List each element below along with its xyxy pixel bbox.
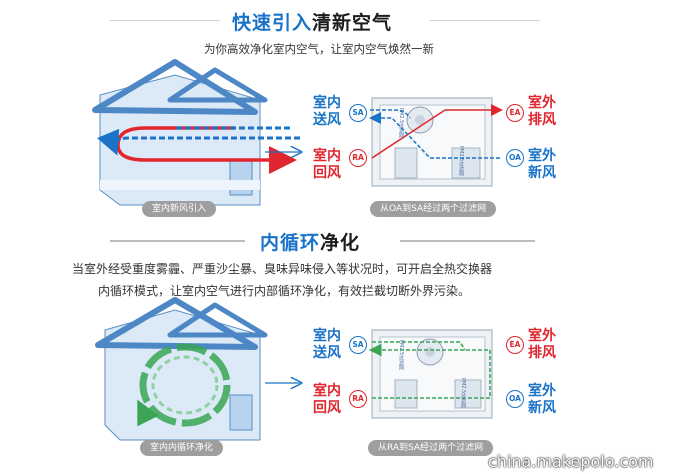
- s2-port-ea: EA: [506, 336, 524, 354]
- s1-label-outdoor-fresh: 室外 新风: [528, 148, 556, 181]
- divider-left-top: [110, 20, 220, 21]
- s2-filter-label-2: PM2.5过滤网: [460, 378, 466, 409]
- s2-label-outdoor-fresh: 室外 新风: [528, 383, 556, 416]
- section2-title: 内循环净化: [260, 228, 360, 255]
- section2-paragraph-line2: 内循环模式，让室内空气进行内部循环净化，有效拦截切断外界污染。: [98, 284, 471, 298]
- section2-house-caption: 室内内循环净化: [140, 440, 224, 456]
- divider-right-bottom: [400, 240, 535, 242]
- section1-title-rest: 清新空气: [312, 12, 393, 34]
- section1-title-highlight: 快速引入: [232, 12, 313, 34]
- s2-filter-label-1: PM2.5过滤网: [398, 340, 404, 371]
- s1-label-indoor-return: 室内 回风: [313, 148, 341, 181]
- watermark: china.makepolo.com: [488, 452, 654, 471]
- divider-right-top: [430, 20, 540, 21]
- s2-label-outdoor-exhaust: 室外 排风: [528, 328, 556, 361]
- s1-port-oa: OA: [506, 149, 524, 167]
- divider-left-bottom: [110, 240, 245, 242]
- s1-label-outdoor-exhaust: 室外 排风: [528, 95, 556, 128]
- s2-port-oa: OA: [506, 390, 524, 408]
- s1-port-ea: EA: [506, 104, 524, 122]
- s2-label-indoor-return: 室内 回风: [313, 383, 341, 416]
- section1-subtitle: 为你高效净化室内空气，让室内空气焕然一新: [204, 42, 434, 56]
- house-illustration-bottom: [95, 297, 268, 441]
- s1-port-sa: SA: [349, 104, 367, 122]
- section1-house-caption: 室内新风引入: [142, 201, 217, 217]
- s2-port-sa: SA: [349, 336, 367, 354]
- s2-label-indoor-supply: 室内 送风: [313, 328, 341, 361]
- house-illustration-top: [92, 59, 300, 206]
- section2-paragraph-line1: 当室外经受重度雾霾、严重沙尘暴、臭味异味侵入等状况时，可开启全热交换器: [72, 262, 493, 276]
- section1-title: 快速引入清新空气: [232, 8, 392, 35]
- heat-exchanger-unit-bottom: [368, 329, 493, 419]
- section2-unit-caption: 从RA到SA经过两个过滤网: [368, 440, 494, 456]
- heat-exchanger-unit-top: [369, 97, 503, 187]
- section1-unit-caption: 从OA到SA经过两个过滤网: [370, 201, 497, 217]
- s1-label-indoor-supply: 室内 送风: [313, 95, 341, 128]
- s2-port-ra: RA: [349, 390, 367, 408]
- s1-filter-label-2: PM2.5过滤网: [458, 146, 464, 177]
- s1-filter-label-1: PM2.5过滤网: [398, 108, 404, 139]
- s1-port-ra: RA: [349, 149, 367, 167]
- section2-title-highlight: 内循环: [260, 232, 321, 254]
- section2-title-rest: 净化: [320, 232, 361, 254]
